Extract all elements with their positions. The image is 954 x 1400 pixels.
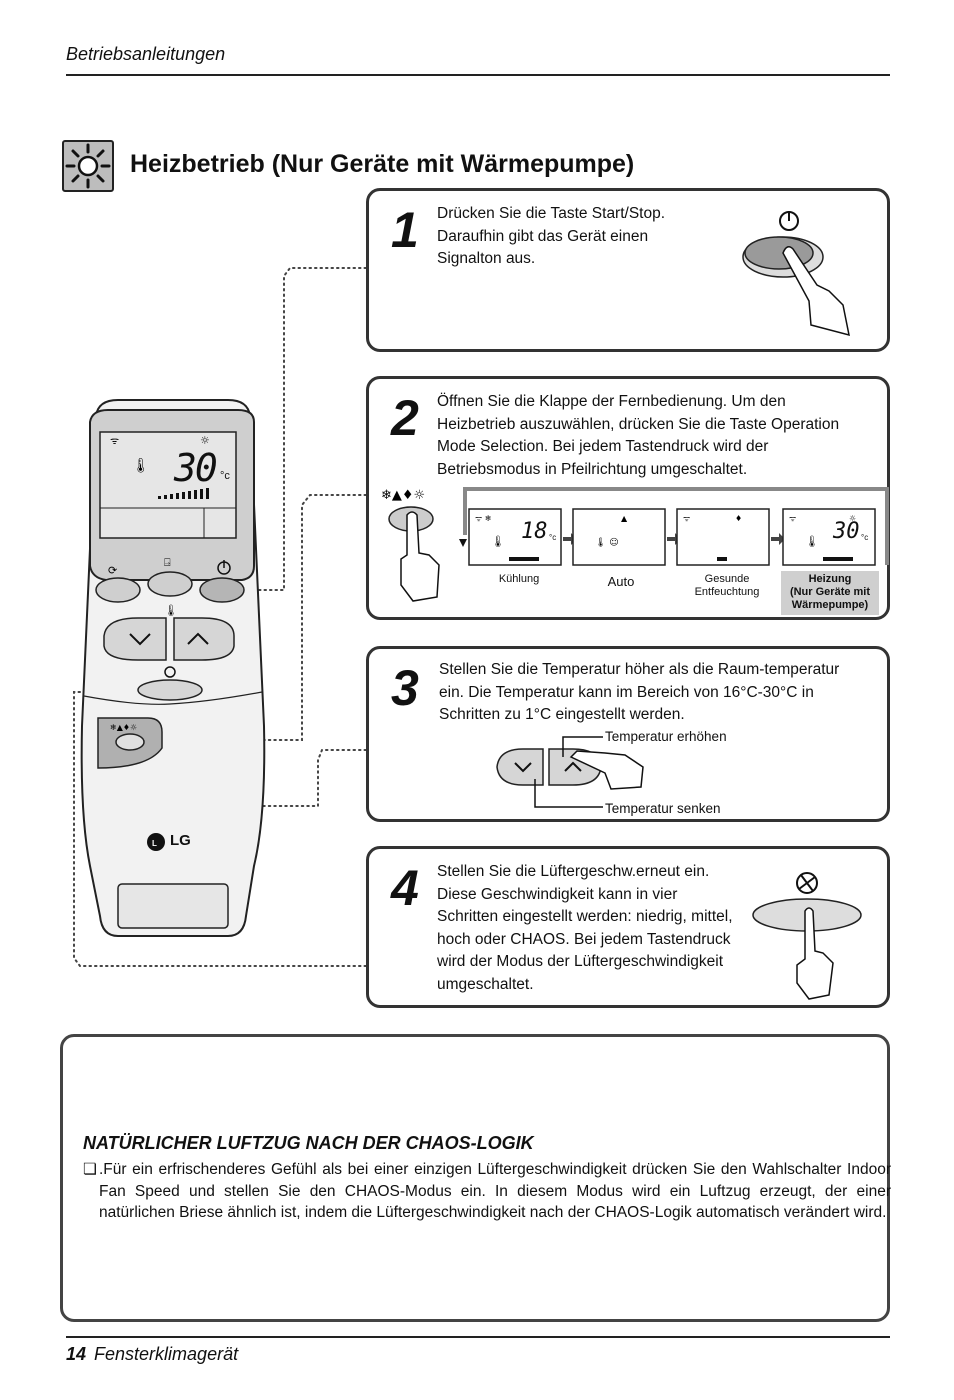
- step-text: Öffnen Sie die Klappe der Fernbedienung.…: [437, 393, 840, 478]
- mode-label-auto: Auto: [607, 574, 635, 589]
- svg-text:♦: ♦: [735, 514, 742, 523]
- info-paragraph: ❏ .Für ein erfrischenderes Gefühl als be…: [83, 1159, 891, 1224]
- start-stop-button-illustration: [742, 211, 850, 337]
- mode-sequence: ᯤ ❄ 🌡 ▲ 🌡 ☺ ᯤ ♦ ᯤ ☼ 🌡: [459, 487, 889, 566]
- svg-text:ᯤ: ᯤ: [789, 514, 796, 523]
- footer-divider: [66, 1336, 890, 1338]
- heat-temp: 30: [833, 519, 860, 544]
- footer-title: Fensterklimagerät: [94, 1344, 239, 1364]
- checkbox-bullet-icon: ❏: [83, 1161, 97, 1178]
- svg-text:🌡: 🌡: [164, 604, 178, 617]
- remote-brand: LG: [170, 832, 191, 849]
- sun-icon: [62, 140, 114, 192]
- step-number: 1: [391, 202, 419, 258]
- mode-label-dry: Gesunde Entfeuchtung: [694, 573, 760, 598]
- svg-text:❄▲♦☼: ❄▲♦☼: [110, 723, 137, 732]
- heat-display: ᯤ ☼ 🌡: [782, 508, 876, 566]
- step-text: Stellen Sie die Lüftergeschw.erneut ein.…: [437, 863, 733, 993]
- section-title: Heizbetrieb (Nur Geräte mit Wärmepumpe): [130, 150, 635, 178]
- svg-text:🌡: 🌡: [805, 535, 819, 548]
- step-number: 3: [391, 660, 419, 716]
- header-divider: [66, 74, 890, 76]
- dry-display: ᯤ ♦: [676, 508, 770, 566]
- chaos-info-box: NATÜRLICHER LUFTZUG NACH DER CHAOS-LOGIK…: [60, 1034, 891, 1322]
- svg-text:▲: ▲: [621, 514, 628, 523]
- mode-label-heat: Heizung (Nur Geräte mit Wärmepumpe): [781, 571, 879, 615]
- step-4-box: 4 Stellen Sie die Lüftergeschw.erneut ei…: [366, 846, 890, 1008]
- remote-display-temp: 30: [174, 446, 218, 490]
- cooling-unit: °c: [549, 533, 557, 542]
- remote-control: ᯤ ☼ 🌡 ⟳ ⍈ 🌡 ❄▲♦☼ L 30 °c LG: [78, 396, 268, 966]
- step-1-box: 1 Drücken Sie die Taste Start/Stop. Dara…: [366, 188, 890, 352]
- mode-label-cooling: Kühlung: [498, 573, 540, 585]
- info-text: .Für ein erfrischenderes Gefühl als bei …: [99, 1161, 891, 1221]
- step-3-box: 3 Stellen Sie die Temperatur höher als d…: [366, 646, 890, 822]
- page-number: 14: [66, 1344, 87, 1364]
- step-text: Stellen Sie die Temperatur höher als die…: [439, 661, 840, 723]
- svg-text:⟳: ⟳: [108, 564, 117, 577]
- heat-unit: °c: [861, 533, 869, 542]
- auto-display: ▲ 🌡 ☺: [572, 508, 666, 566]
- svg-text:🌡: 🌡: [132, 458, 150, 474]
- cooling-temp: 18: [521, 519, 548, 544]
- cooling-display: ᯤ ❄ 🌡: [468, 508, 562, 566]
- temperature-down-label: Temperatur senken: [605, 801, 721, 816]
- svg-text:ᯤ: ᯤ: [683, 514, 690, 523]
- running-footer: 14 Fensterklimagerät: [66, 1344, 238, 1365]
- step-number: 4: [391, 860, 419, 916]
- svg-text:☼: ☼: [849, 514, 856, 523]
- svg-text:L: L: [152, 839, 157, 848]
- svg-text:⍈: ⍈: [164, 556, 171, 569]
- svg-text:ᯤ ❄: ᯤ ❄: [475, 514, 492, 523]
- svg-text:☼: ☼: [200, 434, 210, 447]
- temperature-buttons-illustration: [496, 736, 644, 808]
- info-title: NATÜRLICHER LUFTZUG NACH DER CHAOS-LOGIK: [83, 1133, 534, 1153]
- fan-button-illustration: [752, 872, 862, 1000]
- running-header: Betriebsanleitungen: [66, 44, 226, 64]
- svg-text:❄▲♦☼: ❄▲♦☼: [381, 488, 425, 503]
- step-text: Drücken Sie die Taste Start/Stop. Darauf…: [437, 205, 666, 267]
- step-number: 2: [391, 390, 419, 446]
- svg-text:🌡 ☺: 🌡 ☺: [595, 537, 619, 548]
- mode-button-illustration: ❄▲♦☼: [381, 488, 440, 602]
- remote-display-unit: °c: [220, 470, 230, 482]
- temperature-up-label: Temperatur erhöhen: [605, 729, 727, 744]
- svg-text:ᯤ: ᯤ: [110, 436, 119, 447]
- svg-text:🌡: 🌡: [491, 535, 505, 548]
- step-2-box: 2 Öffnen Sie die Klappe der Fernbedienun…: [366, 376, 890, 620]
